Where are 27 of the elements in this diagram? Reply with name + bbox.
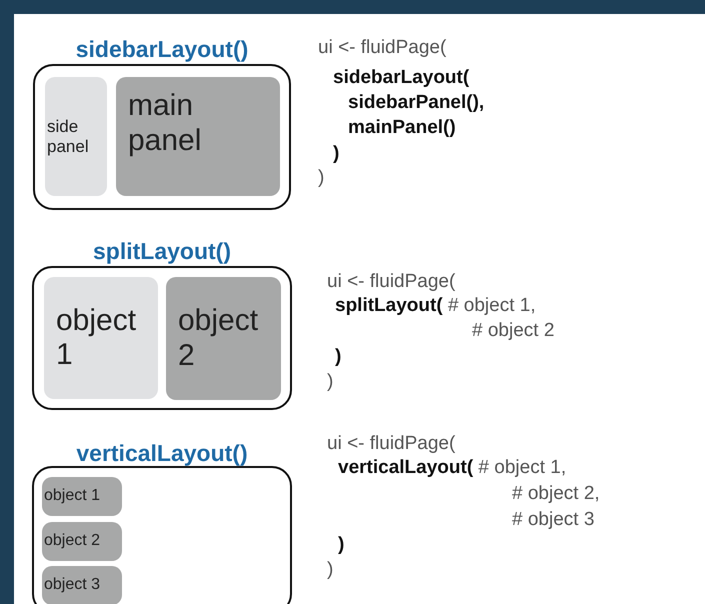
code-line: sidebarPanel(),: [348, 91, 484, 115]
panel-box: side panel: [45, 77, 107, 196]
code-line: splitLayout( # object 1,: [335, 294, 536, 318]
layout-heading: sidebarLayout(): [74, 35, 250, 64]
panel-box: object 1: [44, 277, 158, 399]
code-line: sidebarLayout(: [333, 66, 470, 90]
panel-box: object 2: [42, 522, 122, 561]
code-line: ui <- fluidPage(: [327, 432, 456, 456]
code-line: verticalLayout( # object 1,: [338, 456, 566, 480]
code-line: mainPanel(): [348, 116, 456, 140]
code-line: ): [318, 166, 324, 190]
code-line: ui <- fluidPage(: [327, 270, 456, 294]
panel-box: object 1: [42, 477, 122, 516]
code-line: ): [327, 370, 334, 394]
layout-heading: verticalLayout(): [75, 439, 249, 468]
panel-box: main panel: [116, 77, 280, 196]
code-line: ): [333, 142, 340, 166]
code-line: # object 2,: [512, 482, 600, 506]
code-line: ui <- fluidPage(: [318, 36, 446, 60]
code-line: ): [335, 345, 342, 369]
code-line: # object 2: [472, 319, 554, 343]
code-line: ): [338, 533, 344, 557]
code-line: ): [327, 558, 334, 582]
code-line: # object 3: [512, 508, 594, 532]
panel-box: object 3: [42, 566, 122, 604]
layout-heading: splitLayout(): [92, 237, 232, 266]
panel-box: object 2: [166, 277, 281, 400]
